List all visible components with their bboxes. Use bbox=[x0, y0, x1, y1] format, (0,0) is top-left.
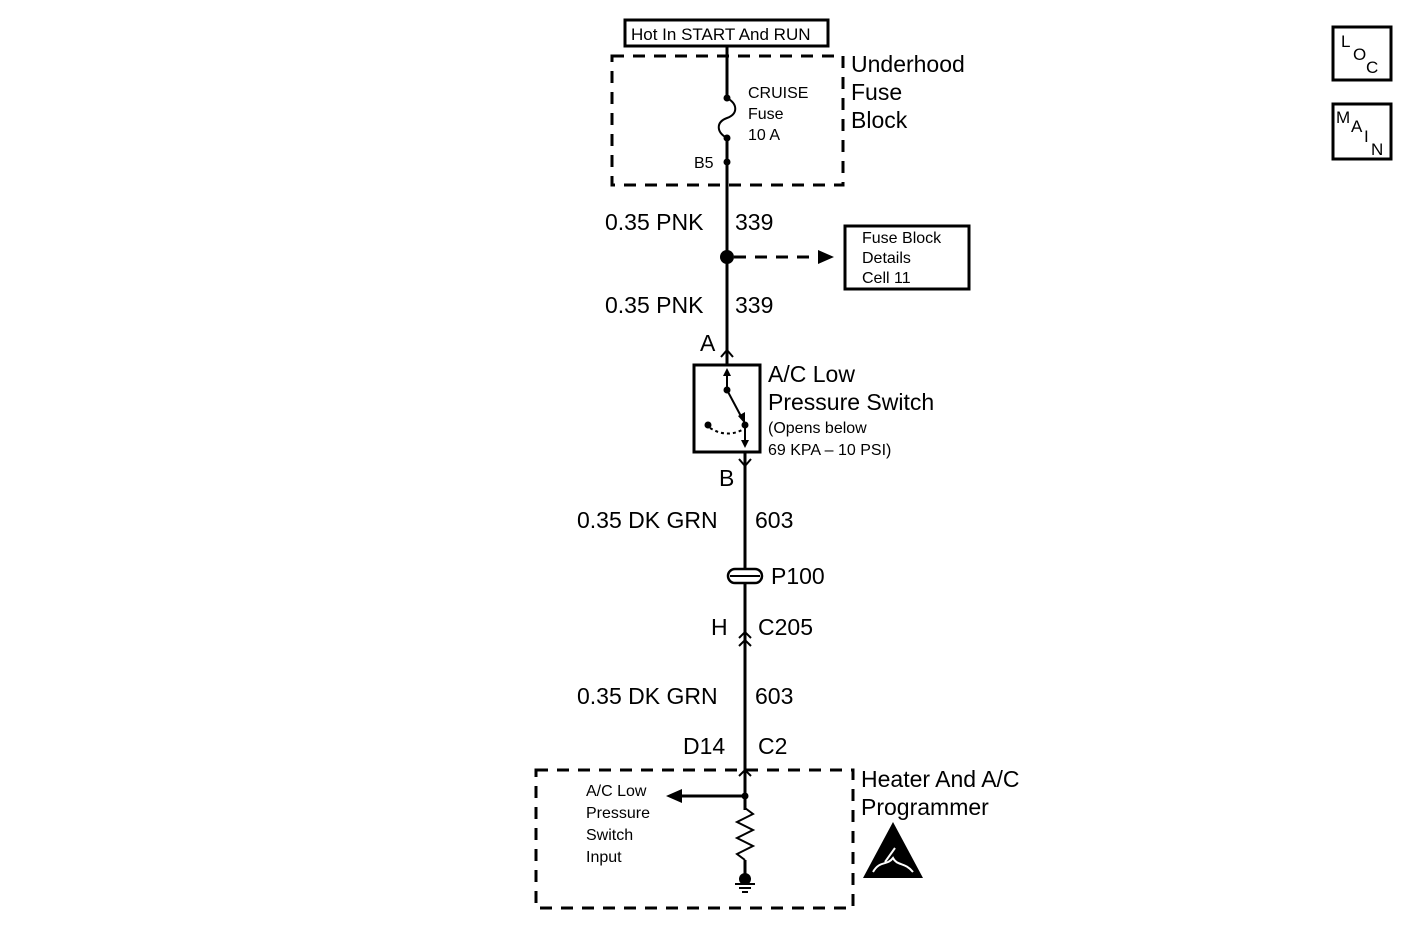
power-source-label: Hot In START And RUN bbox=[631, 25, 811, 44]
switch-note-2: 69 KPA – 10 PSI) bbox=[768, 442, 891, 459]
main-button[interactable]: M A I N bbox=[1331, 102, 1393, 161]
loc-letter-l: L bbox=[1341, 32, 1350, 51]
main-letter-i: I bbox=[1364, 127, 1369, 146]
heater-ac-programmer bbox=[534, 768, 855, 910]
power-source-box: Hot In START And RUN bbox=[623, 18, 830, 48]
wire-lower-1-circuit: 603 bbox=[755, 507, 793, 533]
switch-icon bbox=[704, 368, 749, 448]
fuse-block-title-1: Underhood bbox=[851, 51, 965, 77]
fuse-block-title-3: Block bbox=[851, 107, 908, 133]
resistor-icon bbox=[734, 807, 756, 861]
splice-icon bbox=[726, 567, 764, 585]
programmer-input-4: Input bbox=[586, 849, 622, 866]
wire-upper-1-circuit: 339 bbox=[735, 209, 773, 235]
main-letter-m: M bbox=[1336, 108, 1350, 127]
main-letter-n: N bbox=[1371, 140, 1383, 159]
c2-pin: D14 bbox=[683, 733, 725, 759]
arrow-icon bbox=[666, 789, 682, 803]
fuse-rating: 10 A bbox=[748, 127, 780, 144]
splice-label: P100 bbox=[771, 563, 825, 589]
fuse-icon bbox=[717, 46, 737, 185]
splice-dot bbox=[720, 250, 734, 264]
c205-name: C205 bbox=[758, 614, 813, 640]
fuse-terminal: B5 bbox=[694, 155, 714, 172]
switch-title-2: Pressure Switch bbox=[768, 389, 934, 415]
wire-lower-2-gauge: 0.35 DK GRN bbox=[577, 683, 718, 709]
c2-name: C2 bbox=[758, 733, 787, 759]
switch-terminal-b: B bbox=[719, 465, 734, 491]
fuse-name: CRUISE bbox=[748, 85, 808, 102]
switch-terminal-a: A bbox=[700, 330, 716, 356]
details-line-2: Details bbox=[862, 250, 911, 267]
ground-icon bbox=[735, 873, 755, 893]
details-line-1: Fuse Block bbox=[862, 230, 942, 247]
underhood-fuse-block: Underhood Fuse Block CRUISE Fuse 10 A B5 bbox=[610, 46, 965, 187]
wire-lower-1-gauge: 0.35 DK GRN bbox=[577, 507, 718, 533]
main-letter-a: A bbox=[1351, 117, 1363, 136]
fuse-block-details-link[interactable]: Fuse Block Details Cell 11 bbox=[843, 224, 971, 291]
loc-letter-c: C bbox=[1366, 58, 1378, 77]
esd-warning-icon bbox=[863, 822, 923, 878]
wire-upper-2-circuit: 339 bbox=[735, 292, 773, 318]
wire-upper-2-gauge: 0.35 PNK bbox=[605, 292, 704, 318]
programmer-input-1: A/C Low bbox=[586, 783, 647, 800]
switch-title-1: A/C Low bbox=[768, 361, 855, 387]
programmer-title-1: Heater And A/C bbox=[861, 766, 1020, 792]
wire-lower-2-circuit: 603 bbox=[755, 683, 793, 709]
fuse-block-title-2: Fuse bbox=[851, 79, 902, 105]
wire-upper-1-gauge: 0.35 PNK bbox=[605, 209, 704, 235]
details-line-3: Cell 11 bbox=[862, 270, 911, 287]
programmer-title-2: Programmer bbox=[861, 794, 989, 820]
loc-button[interactable]: L O C bbox=[1331, 25, 1393, 82]
programmer-input-2: Pressure bbox=[586, 805, 650, 822]
c205-pin: H bbox=[711, 614, 728, 640]
ac-low-pressure-switch bbox=[692, 363, 762, 454]
connector-c205 bbox=[738, 630, 752, 647]
loc-letter-o: O bbox=[1353, 45, 1366, 64]
fuse-word: Fuse bbox=[748, 106, 784, 123]
programmer-input-3: Switch bbox=[586, 827, 633, 844]
arrow-icon bbox=[818, 250, 834, 264]
switch-note-1: (Opens below bbox=[768, 420, 867, 437]
